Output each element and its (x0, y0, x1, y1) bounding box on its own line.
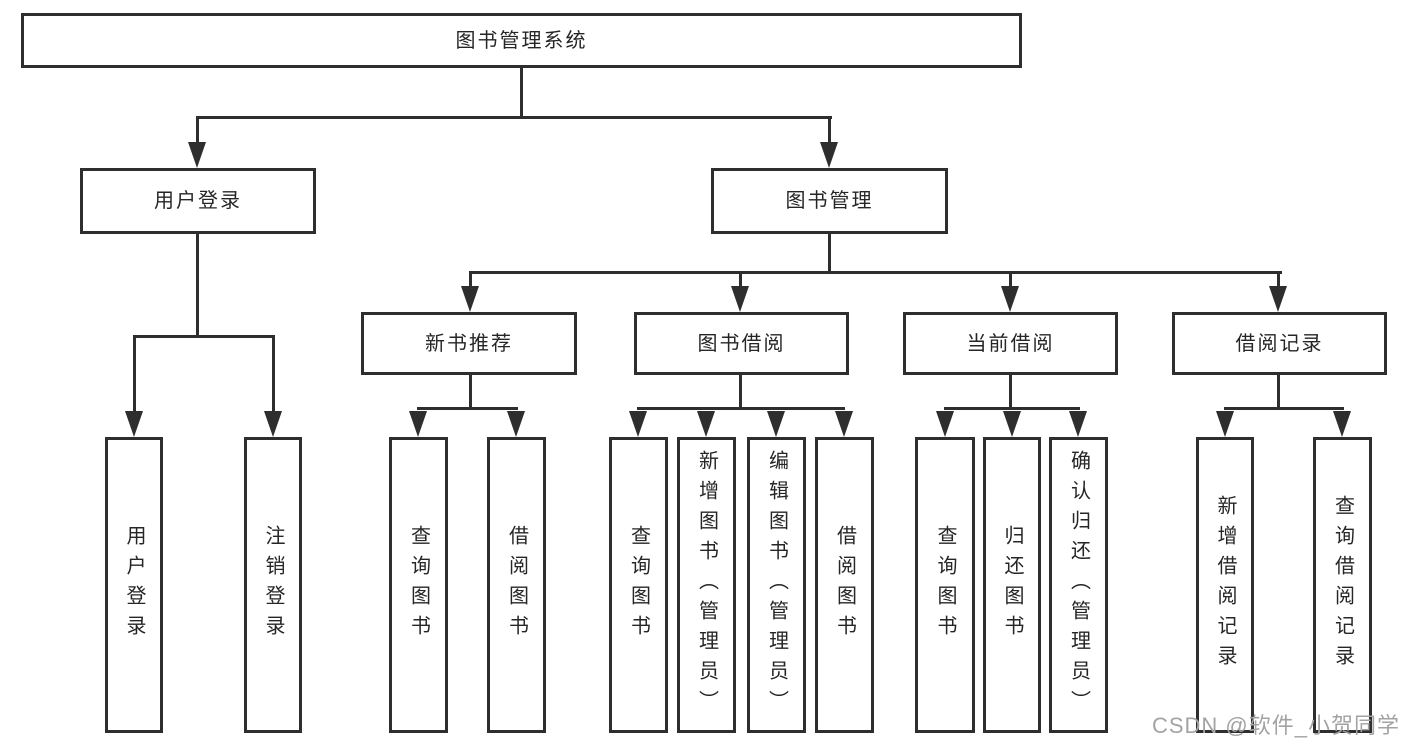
connector-line (469, 271, 1282, 274)
arrow-down-icon (629, 411, 647, 437)
connector-line (944, 407, 1080, 410)
arrow-down-icon (835, 411, 853, 437)
connector-line (1277, 271, 1280, 291)
arrow-down-icon (767, 411, 785, 437)
leaf-query-books-current: 查询图书 (915, 437, 975, 733)
leaf-query-borrow-record: 查询借阅记录 (1313, 437, 1372, 733)
arrow-down-icon (461, 286, 479, 312)
connector-line (272, 335, 275, 415)
connector-line (739, 373, 742, 410)
arrow-down-icon (820, 142, 838, 168)
connector-line (1224, 407, 1344, 410)
connector-line (1009, 271, 1012, 291)
leaf-query-books-newrec: 查询图书 (389, 437, 448, 733)
leaf-borrow-books-borrow: 借阅图书 (815, 437, 874, 733)
connector-line (637, 407, 845, 410)
connector-line (828, 232, 831, 274)
node-library-management-system: 图书管理系统 (21, 13, 1022, 68)
leaf-return-book: 归还图书 (983, 437, 1041, 733)
node-book-borrow: 图书借阅 (634, 312, 849, 375)
connector-line (1277, 373, 1280, 410)
node-book-management: 图书管理 (711, 168, 948, 234)
connector-line (1009, 373, 1012, 410)
leaf-borrow-books-newrec: 借阅图书 (487, 437, 546, 733)
arrow-down-icon (1069, 411, 1087, 437)
connector-line (133, 335, 136, 415)
arrow-down-icon (264, 411, 282, 437)
node-borrow-records: 借阅记录 (1172, 312, 1387, 375)
arrow-down-icon (1003, 411, 1021, 437)
connector-line (196, 116, 832, 119)
leaf-add-borrow-record: 新增借阅记录 (1196, 437, 1254, 733)
connector-line (196, 116, 199, 146)
connector-line (417, 407, 518, 410)
arrow-down-icon (697, 411, 715, 437)
node-new-book-recommend: 新书推荐 (361, 312, 577, 375)
connector-line (828, 116, 831, 146)
arrow-down-icon (731, 286, 749, 312)
arrow-down-icon (1333, 411, 1351, 437)
connector-line (469, 373, 472, 410)
connector-line (133, 335, 275, 338)
leaf-query-books-borrow: 查询图书 (609, 437, 668, 733)
arrow-down-icon (1269, 286, 1287, 312)
connector-line (739, 271, 742, 291)
arrow-down-icon (507, 411, 525, 437)
arrow-down-icon (409, 411, 427, 437)
connector-line (469, 271, 472, 291)
node-user-login: 用户登录 (80, 168, 316, 234)
leaf-confirm-return-admin: 确认归还（管理员） (1049, 437, 1108, 733)
connector-line (196, 232, 199, 338)
arrow-down-icon (125, 411, 143, 437)
leaf-add-book-admin: 新增图书（管理员） (677, 437, 736, 733)
node-current-borrow: 当前借阅 (903, 312, 1118, 375)
watermark: CSDN @软件_小贺同学 (1151, 713, 1400, 738)
leaf-user-login: 用户登录 (105, 437, 163, 733)
arrow-down-icon (1216, 411, 1234, 437)
connector-line (520, 66, 523, 118)
arrow-down-icon (188, 142, 206, 168)
arrow-down-icon (1001, 286, 1019, 312)
arrow-down-icon (936, 411, 954, 437)
leaf-edit-book-admin: 编辑图书（管理员） (747, 437, 806, 733)
leaf-logout: 注销登录 (244, 437, 302, 733)
